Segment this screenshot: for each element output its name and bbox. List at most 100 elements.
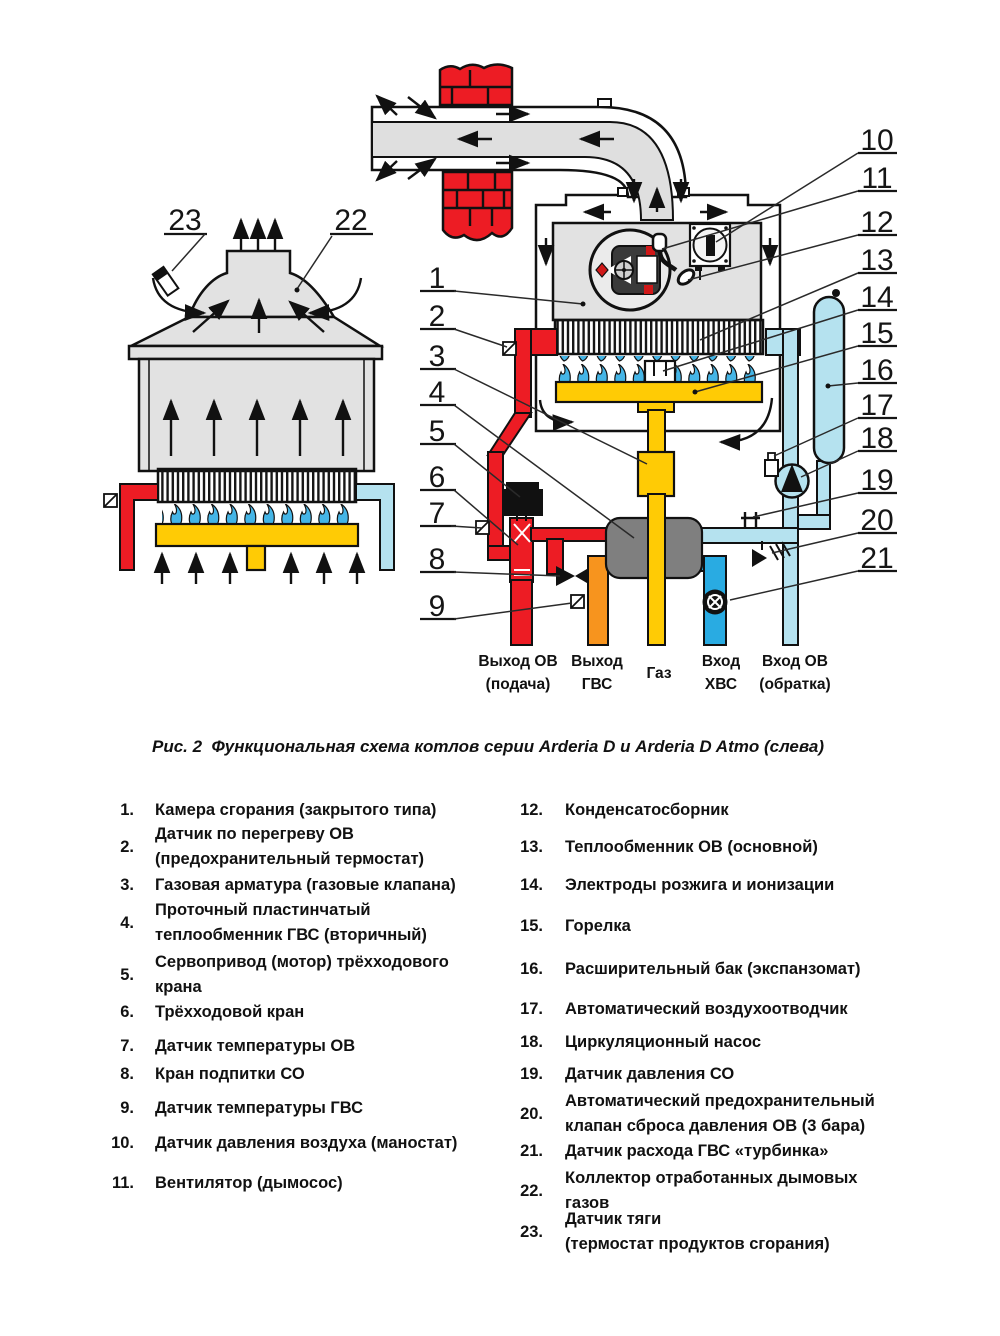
legend-item: 14. Электроды розжига и ионизации bbox=[507, 873, 834, 898]
legend-item: 7.Датчик температуры ОВ bbox=[104, 1034, 355, 1059]
fan-icon bbox=[588, 228, 672, 312]
burner-stem bbox=[647, 409, 666, 455]
legend-item: 4.Проточный пластинчатый теплообменник Г… bbox=[104, 898, 427, 948]
callout-14: 14 bbox=[860, 281, 893, 314]
servo-motor-icon bbox=[502, 482, 543, 521]
flue-gas-collector-hood bbox=[187, 249, 337, 319]
legend-item: 6. Трёхходовой кран bbox=[104, 1000, 304, 1025]
callout-1: 1 bbox=[429, 262, 446, 295]
legend-item-text: Автоматический воздухоотводчик bbox=[565, 1000, 848, 1018]
legend-item: 21.Датчик расхода ГВС «турбинка» bbox=[507, 1139, 828, 1164]
legend-item-number: 7. bbox=[120, 1037, 134, 1055]
legend-item-text: Расширительный бак (экспанзомат) bbox=[565, 960, 861, 978]
legend-item: 17.Автоматический воздухоотводчик bbox=[507, 997, 848, 1022]
callout-15: 15 bbox=[860, 317, 893, 350]
expansion-tank bbox=[812, 289, 846, 465]
atmo-flames bbox=[162, 501, 352, 524]
legend-item-text: Автоматический предохранительный клапан … bbox=[565, 1092, 875, 1135]
gas-valve bbox=[636, 450, 676, 498]
atmo-return-pipe bbox=[355, 483, 395, 571]
ignition-electrodes-icon bbox=[643, 359, 677, 386]
callout-10: 10 bbox=[860, 124, 893, 157]
callout-2: 2 bbox=[429, 300, 446, 333]
co-pressure-sensor-icon bbox=[741, 512, 760, 529]
callout-8: 8 bbox=[429, 543, 446, 576]
main-burner bbox=[554, 380, 764, 404]
callout-18: 18 bbox=[860, 422, 893, 455]
pipe-label-return: Вход ОВ bbox=[762, 653, 828, 670]
pipe-label-heating-out: Выход ОВ bbox=[478, 653, 557, 670]
legend-item-number: 15. bbox=[520, 917, 543, 935]
atmo-heat-exchanger-fins bbox=[156, 467, 358, 504]
legend-item-number: 19. bbox=[520, 1065, 543, 1083]
legend-item: 13. Теплообменник ОВ (основной) bbox=[507, 835, 818, 860]
legend-item-number: 16. bbox=[520, 960, 543, 978]
legend-item-number: 2. bbox=[120, 837, 134, 856]
callout-23: 23 bbox=[168, 204, 201, 237]
callout-19: 19 bbox=[860, 464, 893, 497]
flue-tab bbox=[597, 98, 612, 108]
pipe-label-gas: Газ bbox=[646, 665, 671, 682]
legend-item-text: Электроды розжига и ионизации bbox=[565, 876, 835, 894]
callout-12: 12 bbox=[860, 206, 893, 239]
legend-item-text: Датчик давления СО bbox=[565, 1065, 735, 1083]
atmo-flow-arrows bbox=[151, 217, 366, 584]
legend-item-text: Теплообменник ОВ (основной) bbox=[565, 838, 818, 856]
callout-13: 13 bbox=[860, 244, 893, 277]
legend-item-text: Датчик давления воздуха (маностат) bbox=[155, 1134, 458, 1152]
legend-item-text: Циркуляционный насос bbox=[565, 1033, 762, 1051]
legend-item-text: Проточный пластинчатый теплообменник ГВС… bbox=[155, 901, 427, 944]
pipe-gas bbox=[647, 493, 666, 646]
legend-item-text: Горелка bbox=[565, 917, 631, 935]
legend-item: 8.Кран подпитки СО bbox=[104, 1062, 304, 1087]
sensor-flag-icon bbox=[475, 520, 490, 535]
piping bbox=[475, 289, 846, 646]
pipe-label-return: (обратка) bbox=[759, 676, 830, 693]
legend-item-number: 8. bbox=[120, 1065, 134, 1083]
legend-item-text: Трёхходовой кран bbox=[155, 1003, 305, 1021]
callout-5: 5 bbox=[429, 415, 446, 448]
legend-item-number: 5. bbox=[120, 965, 134, 984]
legend-item-number: 13. bbox=[520, 838, 543, 856]
legend-item-number: 18. bbox=[520, 1033, 543, 1051]
callout-7: 7 bbox=[429, 497, 446, 530]
callout-4: 4 bbox=[429, 376, 446, 409]
coaxial-flue-duct bbox=[370, 94, 690, 221]
legend-item-text: Газовая арматура (газовые клапана) bbox=[155, 876, 456, 894]
callout-16: 16 bbox=[860, 354, 893, 387]
condensate-trap-icon bbox=[651, 232, 701, 286]
callout-21: 21 bbox=[860, 542, 893, 575]
flue-flow-arrows bbox=[375, 94, 690, 212]
casing-flow-arrows bbox=[537, 203, 779, 451]
sensor-flag-icon bbox=[502, 341, 517, 356]
callout-20: 20 bbox=[860, 504, 893, 537]
legend-item: 15. Горелка bbox=[507, 914, 631, 939]
legend-item: 3. Газовая арматура (газовые клапана) bbox=[104, 873, 456, 898]
turbine-sensor-icon bbox=[702, 589, 728, 615]
pipe-label-cold-in: Вход bbox=[702, 653, 740, 670]
pipe-label-cold-in: ХВС bbox=[705, 676, 737, 693]
air-pressure-switch-icon bbox=[688, 222, 732, 271]
legend-item-number: 11. bbox=[111, 1174, 134, 1192]
main-boiler bbox=[537, 203, 779, 455]
hood-skirt bbox=[130, 315, 385, 348]
legend-item-number: 3. bbox=[120, 876, 134, 894]
legend-item: 5.Сервопривод (мотор) трёхходового крана bbox=[104, 950, 449, 1000]
legend-item: 1.Камера сгорания (закрытого типа) bbox=[104, 798, 436, 823]
legend-item-number: 22. bbox=[520, 1181, 543, 1200]
legend-item-number: 6. bbox=[120, 1003, 134, 1021]
pipe-label-dhw-out: ГВС bbox=[582, 676, 613, 693]
legend-item-text: Вентилятор (дымосос) bbox=[155, 1174, 343, 1192]
callout-6: 6 bbox=[429, 461, 446, 494]
legend-item: 12.Конденсатосборник bbox=[507, 798, 729, 823]
legend-item: 10.Датчик давления воздуха (маностат) bbox=[104, 1131, 457, 1156]
legend-item: 11. Вентилятор (дымосос) bbox=[104, 1171, 343, 1196]
legend-item-text: Датчик по перегреву ОВ (предохранительны… bbox=[155, 825, 425, 868]
legend-item: 20.Автоматический предохранительный клап… bbox=[507, 1089, 875, 1139]
legend-item: 9. Датчик температуры ГВС bbox=[104, 1096, 363, 1121]
legend-item-text: Датчик температуры ГВС bbox=[155, 1099, 363, 1117]
pipe-label-heating-out: (подача) bbox=[486, 676, 551, 693]
legend-item-number: 14. bbox=[520, 876, 543, 894]
callouts: 1 2 3 4 5 6 7 8 9 10 11 12 13 14 15 16 1… bbox=[164, 124, 897, 623]
legend-item-number: 9. bbox=[120, 1099, 134, 1117]
